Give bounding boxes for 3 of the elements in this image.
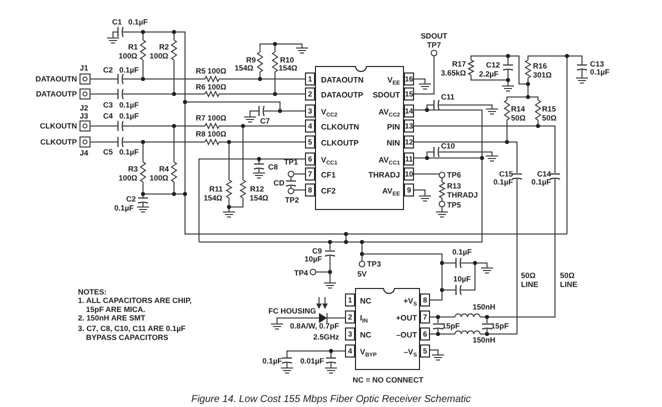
figure-caption: Figure 14. Low Cost 155 Mbps Fiber Optic Receiver Schematic (190, 394, 472, 405)
ic-chip-body (355, 288, 420, 370)
ic-chip-body (315, 66, 404, 210)
